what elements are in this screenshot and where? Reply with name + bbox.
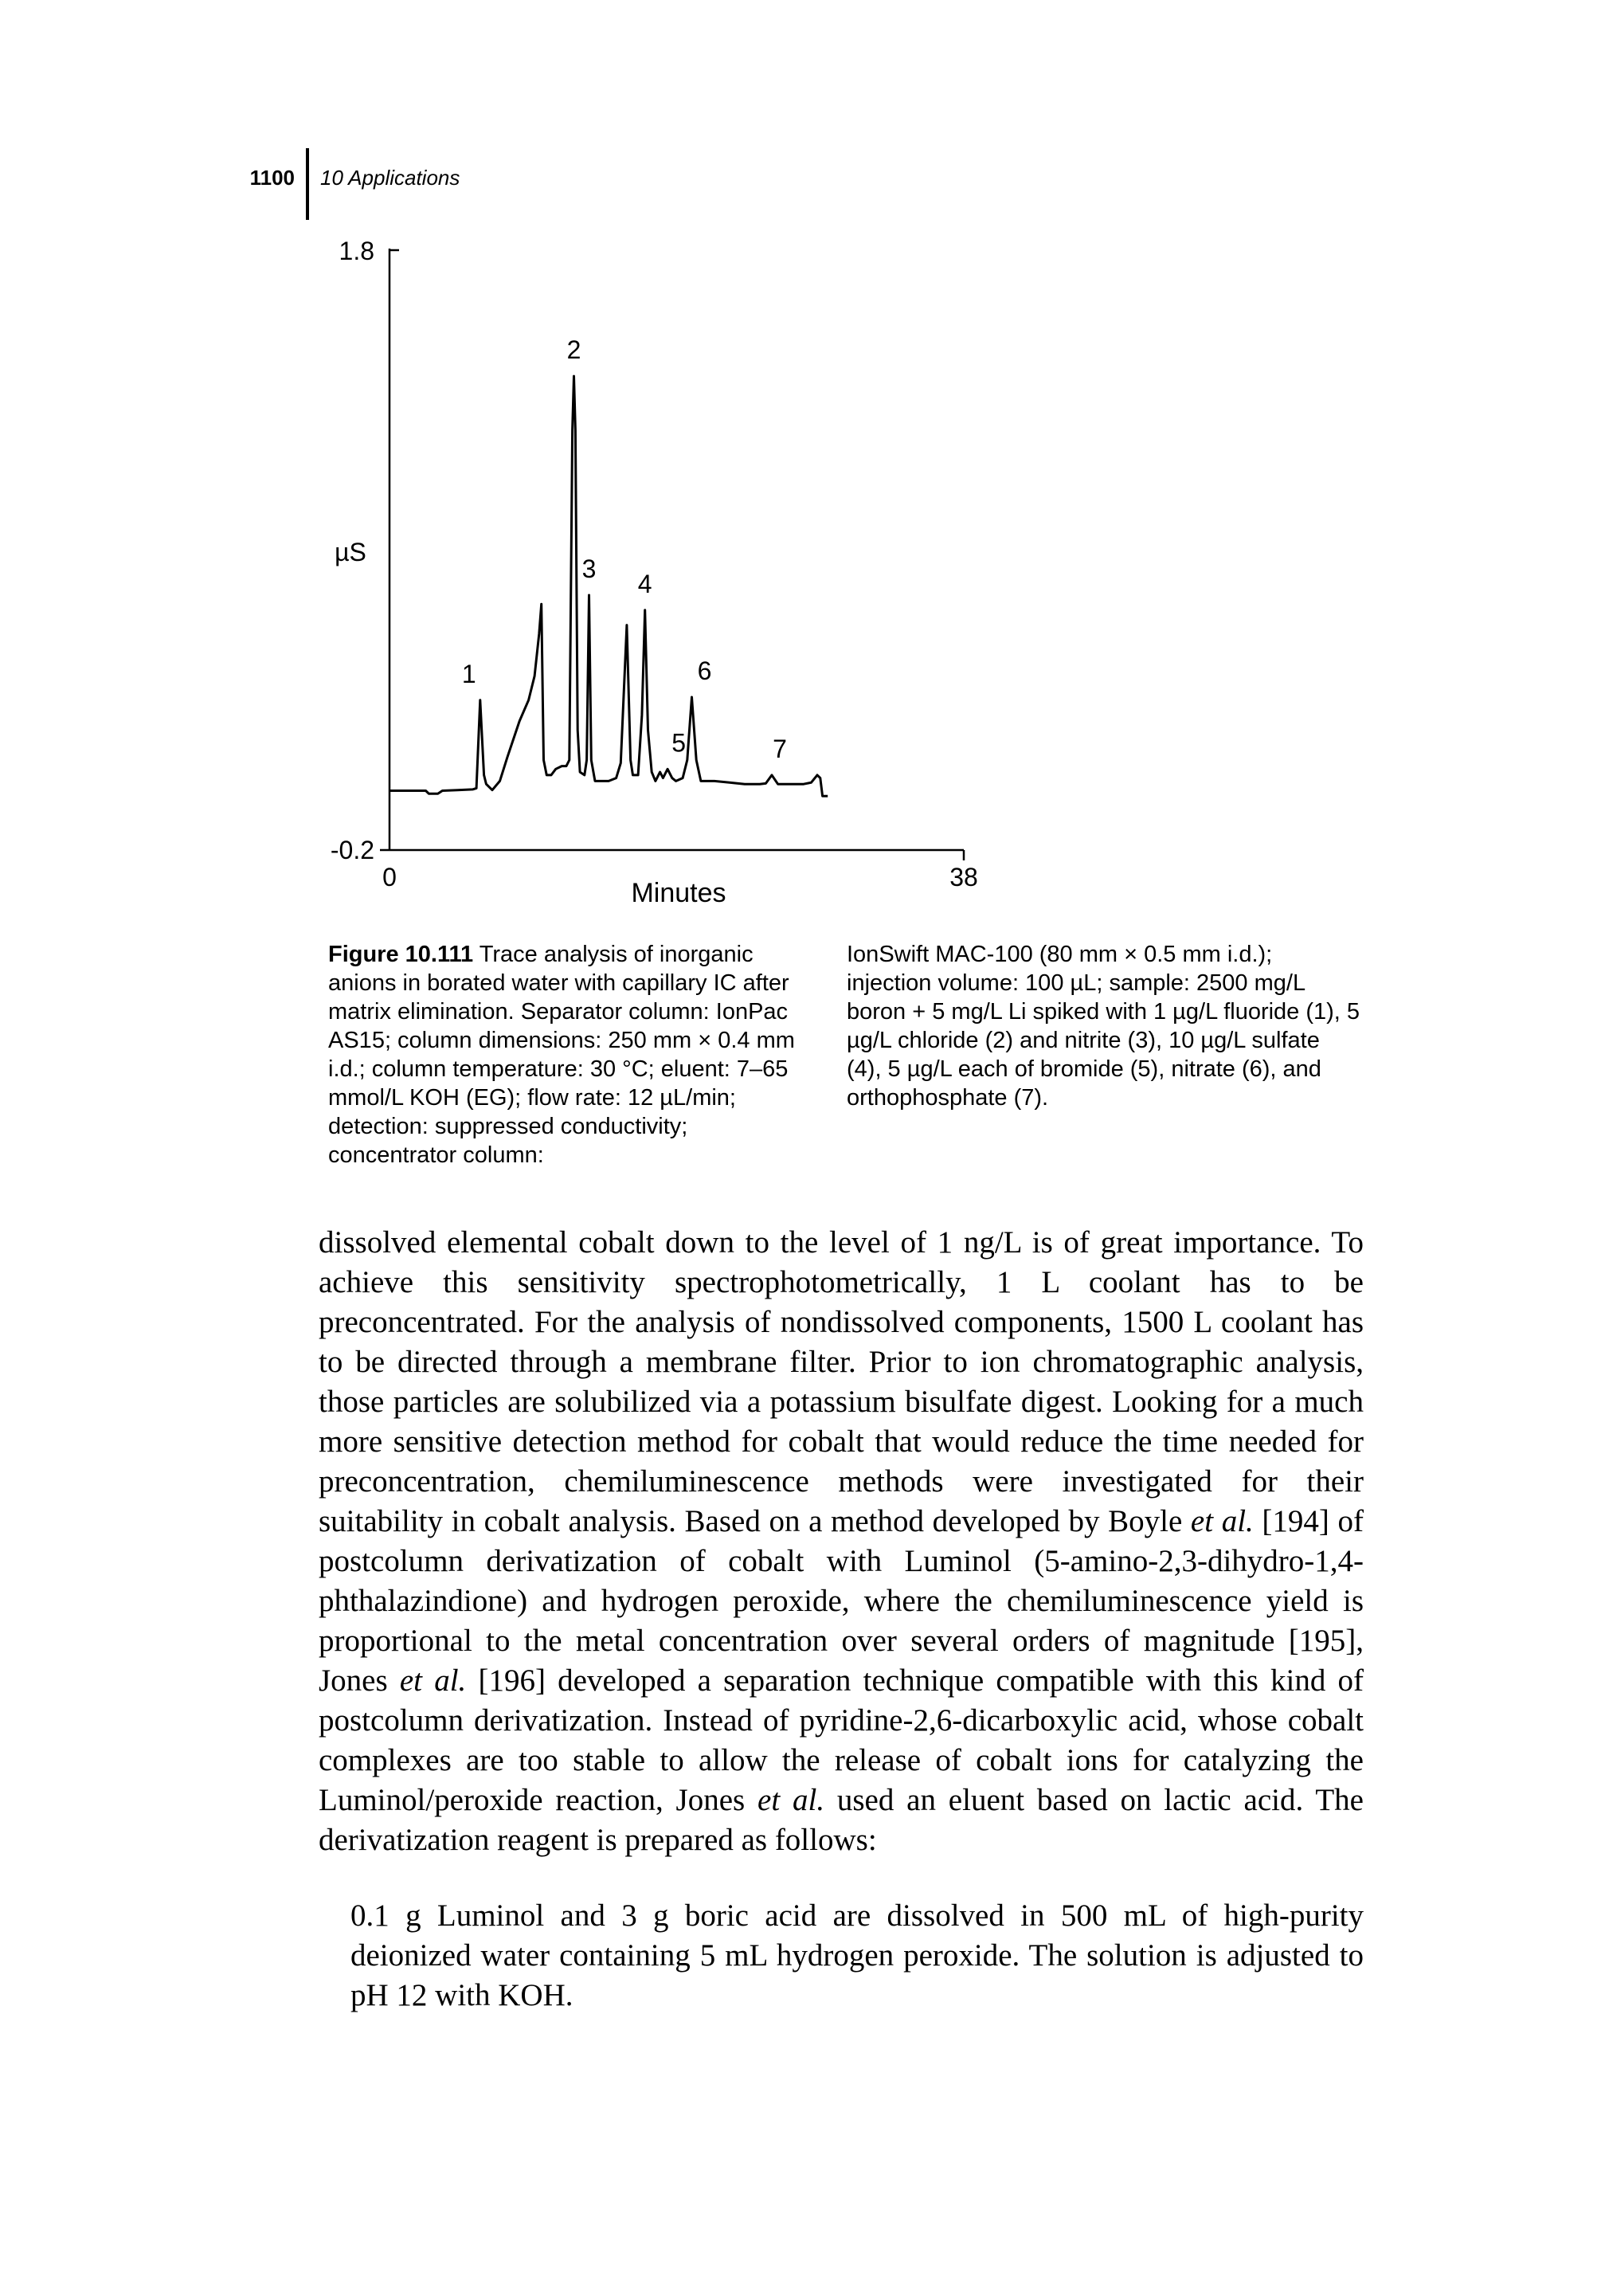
x-axis-label: Minutes [631,878,726,908]
figure-caption-left: Figure 10.111 Trace analysis of inorgani… [328,940,818,1170]
body-et-al-3: et al. [757,1783,825,1817]
chromatogram-figure: 1.8 -0.2 0 38 Minutes µS 1 2 3 4 5 6 7 [331,237,978,908]
peak-label-6: 6 [698,656,712,685]
peak-label-5: 5 [671,728,686,757]
body-text-1b: [194] of postcolumn derivatization of co… [319,1504,1364,1698]
body-paragraph-2: 0.1 g Luminol and 3 g boric acid are dis… [350,1896,1364,2016]
page-number: 1100 [249,166,295,190]
peak-label-3: 3 [582,554,597,583]
peak-label-4: 4 [638,570,652,598]
chromatogram-trace [389,374,828,797]
body-text-1d: used an eluent based on lactic acid. The… [319,1783,1364,1857]
y-tick-label-top: 1.8 [339,237,374,265]
body-text-2: 0.1 g Luminol and 3 g boric acid are dis… [350,1898,1364,2012]
body-paragraph-1: dissolved elemental cobalt down to the l… [319,1223,1364,1860]
caption-text-left: Trace analysis of inorganic anions in bo… [328,942,795,1168]
x-tick-label-start: 0 [382,863,397,891]
y-axis-label: µS [335,538,366,566]
figure-caption-right: IonSwift MAC-100 (80 mm × 0.5 mm i.d.); … [847,940,1360,1112]
body-et-al-1: et al. [1190,1504,1254,1538]
running-head: 10 Applications [320,166,460,190]
header-rule [306,148,309,220]
peak-label-1: 1 [462,660,476,688]
figure-label: Figure 10.111 [328,942,474,967]
peak-label-7: 7 [773,735,787,763]
x-tick-label-end: 38 [949,863,978,891]
peak-label-2: 2 [567,335,581,364]
peak-labels: 1 2 3 4 5 6 7 [462,335,787,763]
body-text-1c: [196] developed a separation technique c… [319,1663,1364,1817]
y-tick-label-bottom: -0.2 [331,836,374,864]
body-et-al-2: et al. [399,1663,467,1698]
caption-text-right: IonSwift MAC-100 (80 mm × 0.5 mm i.d.); … [847,942,1360,1111]
body-text-1a: dissolved elemental cobalt down to the l… [319,1225,1364,1538]
